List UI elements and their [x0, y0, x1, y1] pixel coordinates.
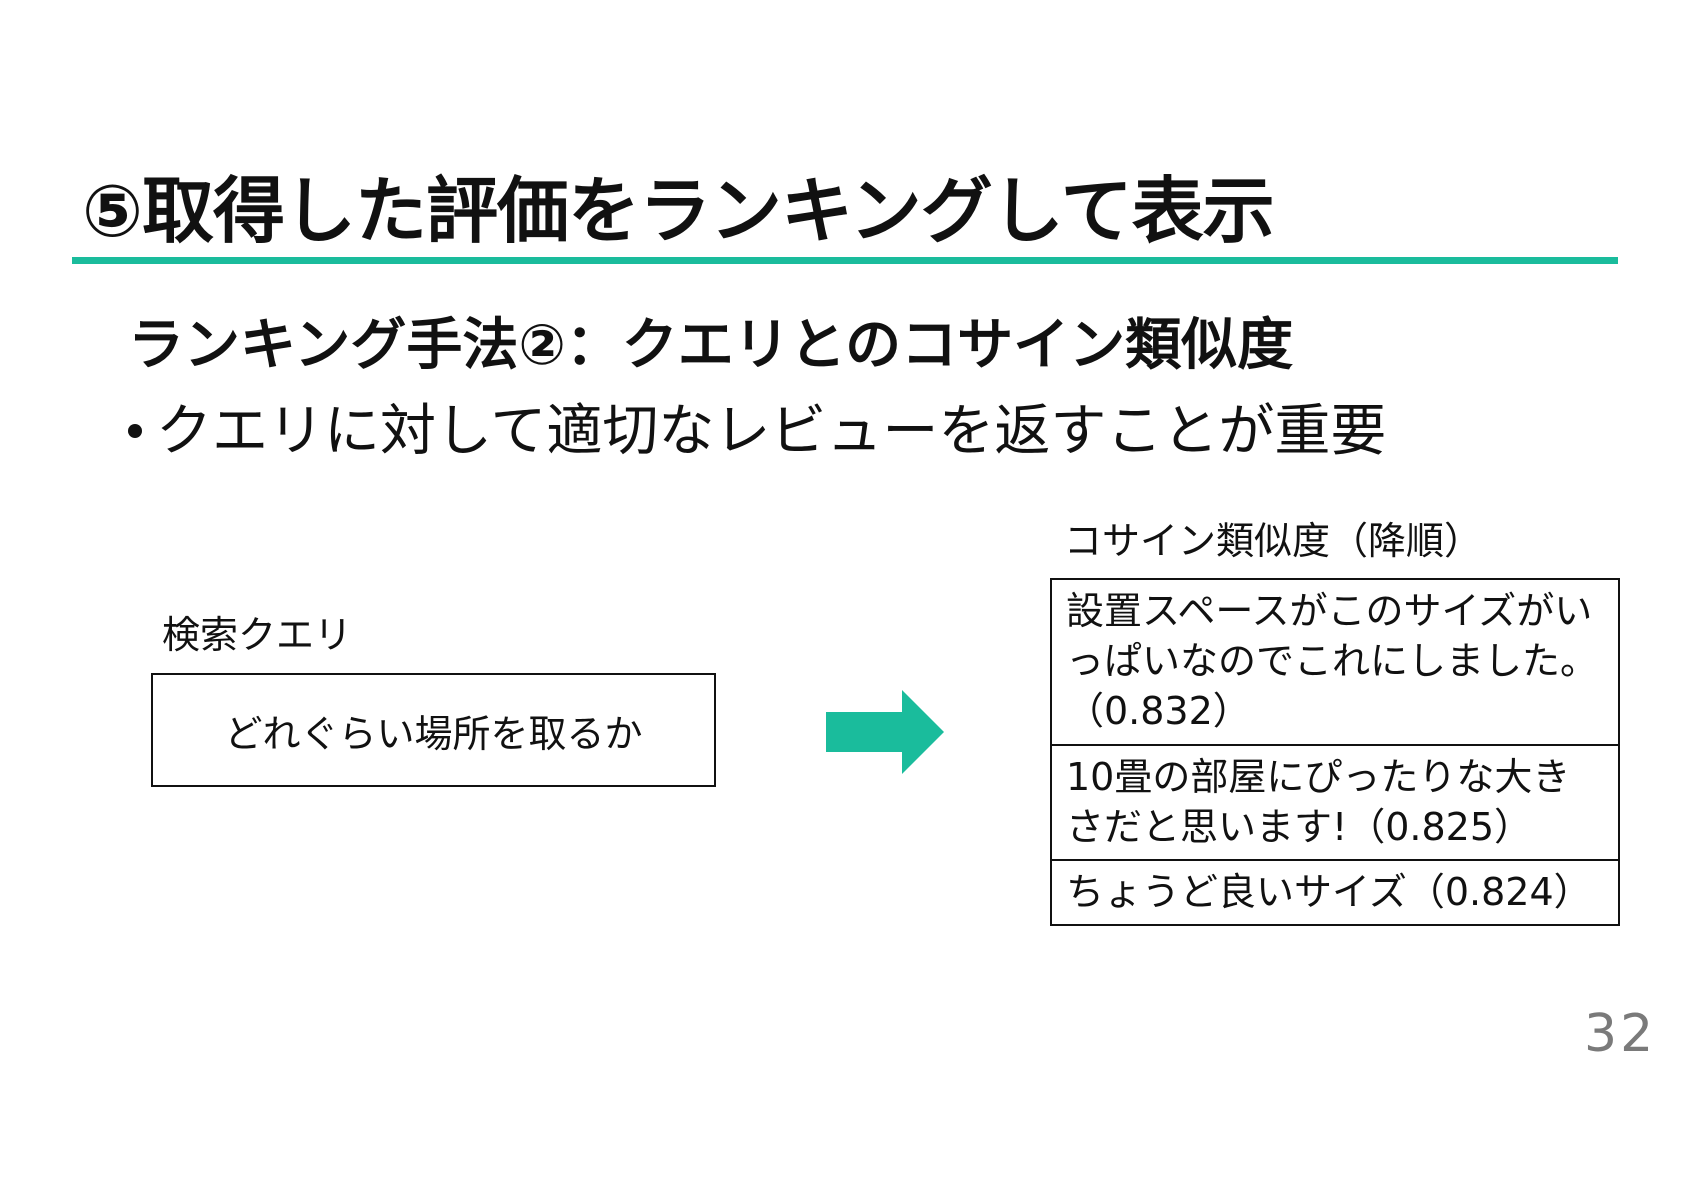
bullet-dot-icon: [128, 423, 142, 438]
page-number: 32: [1584, 1004, 1657, 1064]
results-label: コサイン類似度（降順）: [1064, 519, 1483, 563]
results-table: 設置スペースがこのサイズがいっぱいなのでこれにしました。（0.832） 10畳の…: [1050, 578, 1620, 926]
bullet-text: クエリに対して適切なレビューを返すことが重要: [156, 399, 1387, 464]
query-text: どれぐらい場所を取るか: [224, 711, 643, 756]
title-underline: [72, 257, 1618, 264]
query-label: 検索クエリ: [162, 613, 353, 657]
query-box: どれぐらい場所を取るか: [151, 673, 716, 787]
result-row: ちょうど良いサイズ（0.824）: [1066, 870, 1592, 914]
result-row: 10畳の部屋にぴったりな大きさだと思います!（0.825）: [1052, 746, 1618, 861]
right-arrow-icon: [826, 690, 944, 774]
slide-subtitle: ランキング手法②：クエリとのコサイン類似度: [128, 313, 1294, 378]
result-row: 設置スペースがこのサイズがいっぱいなのでこれにしました。（0.832）: [1052, 580, 1618, 746]
slide-title: ⑤取得した評価をランキングして表示: [82, 169, 1275, 253]
bullet-item: クエリに対して適切なレビューを返すことが重要: [128, 398, 1386, 466]
